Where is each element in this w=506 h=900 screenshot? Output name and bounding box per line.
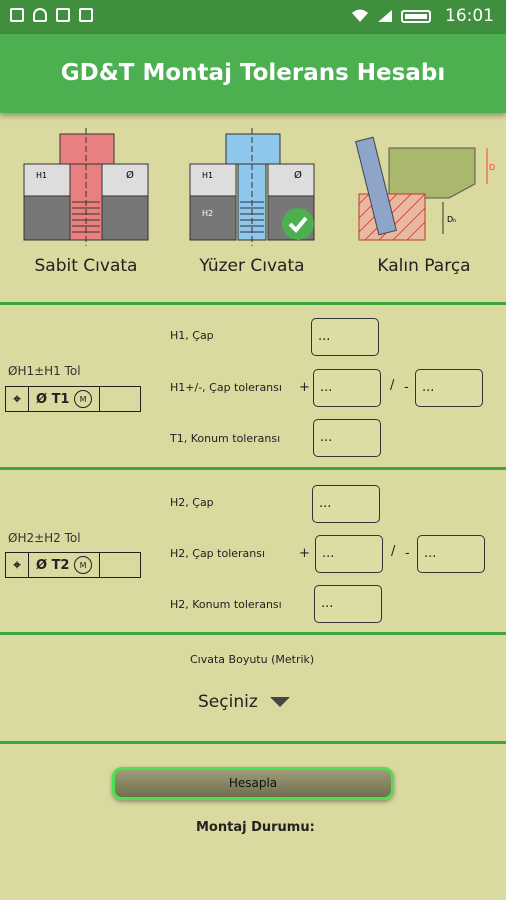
section-divider (0, 741, 506, 744)
section-divider (0, 467, 506, 470)
signal-icon (378, 10, 392, 22)
bolt-type-fixed[interactable]: H1 Ø Sabit Cıvata (6, 128, 166, 276)
svg-text:Ø: Ø (126, 169, 134, 181)
app-title: GD&T Montaj Tolerans Hesabı (60, 60, 446, 86)
position-symbol-icon: ⌖ (6, 553, 29, 577)
svg-text:H1: H1 (36, 171, 47, 180)
battery-icon (401, 9, 431, 23)
message-icon (56, 8, 70, 22)
dropdown-arrow-icon (269, 697, 290, 707)
section1-tol-title: ØH1±H1 Tol (8, 364, 81, 378)
app-bar: GD&T Montaj Tolerans Hesabı (0, 34, 506, 113)
feature-control-frame-1: ⌖ Ø T1 M (5, 386, 141, 412)
h2-tolerance-minus-input[interactable]: ... (417, 535, 485, 573)
t1-position-input[interactable]: ... (313, 419, 381, 457)
h1-tolerance-plus-input[interactable]: ... (313, 369, 381, 407)
h2-tolerance-plus-input[interactable]: ... (315, 535, 383, 573)
svg-text:D: D (489, 163, 495, 172)
svg-text:H2: H2 (202, 209, 213, 218)
h2-position-label: H2, Konum toleransı (170, 598, 282, 611)
mail-icon (79, 8, 93, 22)
image-icon (10, 8, 24, 22)
position-symbol-icon: ⌖ (6, 387, 29, 411)
h2-diameter-input[interactable]: ... (312, 485, 380, 523)
fixed-bolt-diagram-icon: H1 Ø (23, 128, 149, 246)
floating-bolt-diagram-icon: H1 H2 Ø (189, 128, 315, 246)
status-bar: 16:01 (0, 0, 506, 34)
bolt-size-selected: Seçiniz (198, 692, 258, 712)
mmc-modifier-icon: M (74, 390, 93, 408)
bolt-size-label: Cıvata Boyutu (Metrik) (190, 653, 315, 666)
h2-position-input[interactable]: ... (314, 585, 382, 623)
bolt-type-label: Yüzer Cıvata (199, 256, 305, 276)
bolt-size-dropdown[interactable]: Seçiniz (198, 688, 298, 716)
thick-part-diagram-icon: D Dₕ (355, 136, 495, 241)
section-divider (0, 632, 506, 635)
wifi-icon (352, 9, 368, 22)
svg-text:Ø: Ø (294, 169, 302, 181)
feature-control-frame-2: ⌖ Ø T2 M (5, 552, 141, 578)
bolt-type-floating[interactable]: H1 H2 Ø Yüzer Cıvata (172, 128, 332, 276)
fcf-tolerance: Ø T1 M (29, 387, 100, 411)
h1-diameter-label: H1, Çap (170, 329, 214, 342)
h1-diameter-input[interactable]: ... (311, 318, 379, 356)
t1-position-label: T1, Konum toleransı (170, 432, 281, 445)
section-divider (0, 302, 506, 305)
android-icon (33, 8, 47, 22)
assembly-status-label: Montaj Durumu: (196, 820, 315, 835)
calculate-button[interactable]: Hesapla (112, 767, 394, 800)
h2-tolerance-label: H2, Çap toleransı (170, 547, 266, 560)
mmc-modifier-icon: M (74, 556, 93, 574)
h1-tolerance-label: H1+/-, Çap toleransı (170, 381, 282, 394)
h1-tolerance-minus-input[interactable]: ... (415, 369, 483, 407)
h2-diameter-label: H2, Çap (170, 496, 214, 509)
svg-text:H1: H1 (202, 171, 213, 180)
bolt-type-thick-part[interactable]: D Dₕ Kalın Parça (344, 128, 504, 276)
section2-tol-title: ØH2±H2 Tol (8, 531, 81, 545)
fcf-tolerance: Ø T2 M (29, 553, 100, 577)
status-time: 16:01 (445, 6, 494, 26)
bolt-type-label: Sabit Cıvata (34, 256, 138, 276)
bolt-type-label: Kalın Parça (377, 256, 471, 276)
svg-text:Dₕ: Dₕ (447, 215, 456, 224)
